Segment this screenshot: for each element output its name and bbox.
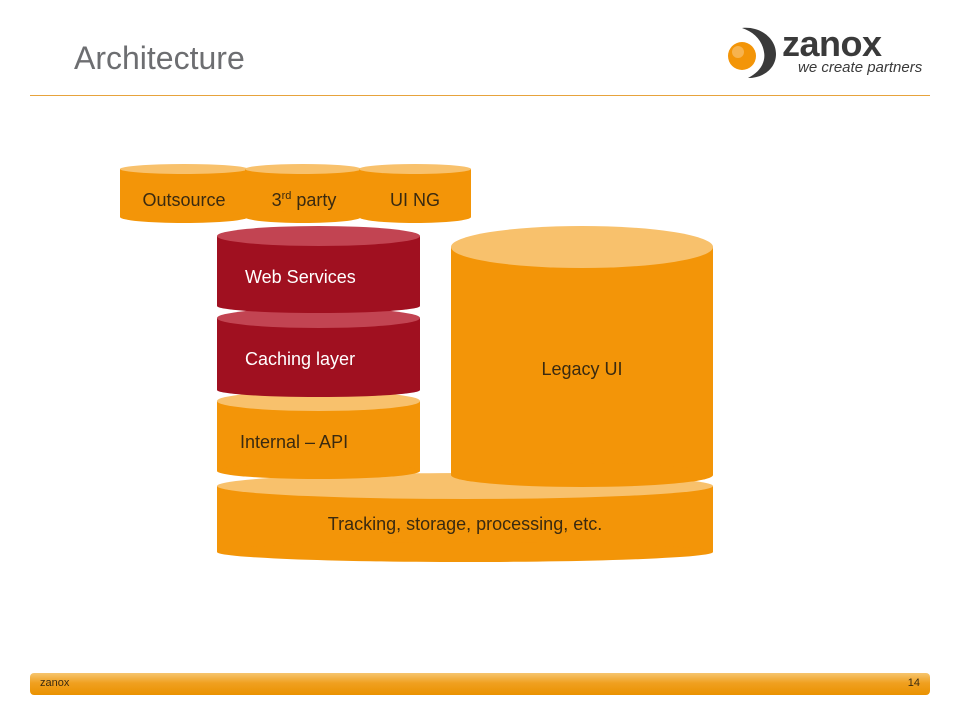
footer-page-number: 14 [907,677,920,689]
tracking-label: Tracking, storage, processing, etc. [328,514,602,534]
ui-ng-cylinder: UI NG [359,164,471,223]
ui-ng-label: UI NG [390,190,440,210]
third-party-rest: party [291,190,336,210]
outsource-cylinder: Outsource [120,164,248,223]
web-services-cylinder: Web Services [217,226,420,313]
footer-company: zanox [40,677,70,689]
caching-layer-label: Caching layer [245,349,355,369]
logo-wordmark: zanox [782,23,882,64]
caching-layer-cylinder: Caching layer [217,308,420,397]
logo-tagline: we create partners [798,59,923,76]
legacy-ui-label: Legacy UI [541,359,622,379]
tracking-layer-cylinder: Tracking, storage, processing, etc. [217,473,713,562]
third-party-cylinder: 3rd party [245,164,361,223]
zanox-orbit-icon [728,27,776,79]
third-party-label: 3rd party [272,190,337,210]
internal-api-cylinder: Internal – API [217,391,420,479]
internal-api-label: Internal – API [240,432,348,452]
title-divider [30,95,930,96]
third-party-base: 3 [272,190,282,210]
third-party-superscript: rd [282,190,292,202]
legacy-ui-cylinder: Legacy UI [451,226,713,487]
outsource-label: Outsource [142,190,225,210]
zanox-logo: zanox we create partners [720,22,923,82]
footer-bar: zanox 14 [30,673,930,695]
slide-title: Architecture [74,40,245,76]
web-services-label: Web Services [245,267,356,287]
